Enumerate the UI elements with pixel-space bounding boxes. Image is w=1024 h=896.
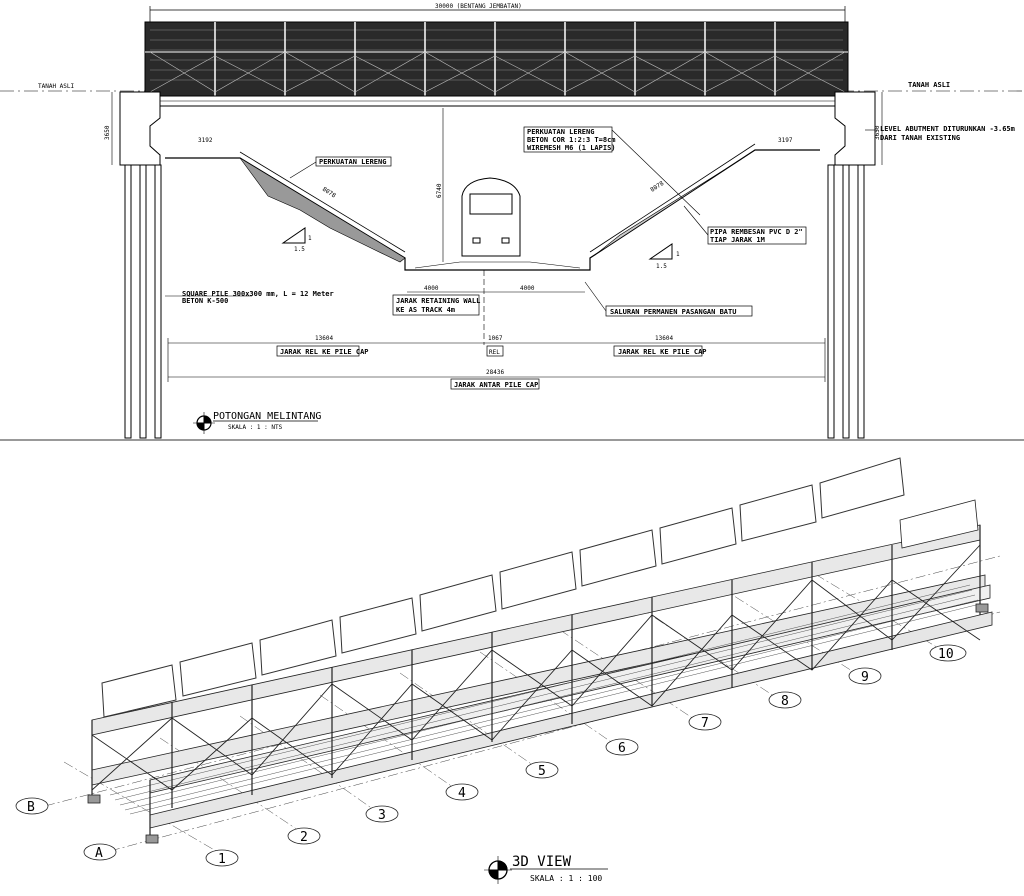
- section-title: POTONGAN MELINTANG: [213, 411, 321, 422]
- slope-right-line-1: PERKUATAN LERENG: [527, 128, 594, 136]
- retaining-line-1: JARAK RETAINING WALL: [396, 297, 480, 305]
- abutment-note-2: DARI TANAH EXISTING: [880, 134, 960, 142]
- ratio-left-v: 1: [308, 235, 312, 242]
- section-scale: SKALA : 1 : NTS: [228, 424, 283, 431]
- slope-len-right: 8078: [649, 180, 665, 194]
- view-scale: SKALA : 1 : 100: [530, 874, 602, 883]
- span-dim-label: 30000 (BENTANG JEMBATAN): [435, 3, 522, 10]
- ratio-right-v: 1: [676, 251, 680, 258]
- view-title: 3D VIEW: [512, 854, 572, 870]
- dim-1067: 1067: [488, 335, 503, 342]
- pvc-line-2: TIAP JARAK 1M: [710, 236, 765, 244]
- top-left-dim: 3192: [198, 137, 213, 144]
- jarak-antar: JARAK ANTAR PILE CAP: [454, 381, 538, 389]
- grid-label-2: 2: [300, 830, 308, 845]
- dim-4000-right: 4000: [520, 285, 535, 292]
- grid-label-9: 9: [861, 670, 869, 685]
- pvc-line-1: PIPA REMBESAN PVC D 2": [710, 228, 803, 236]
- ratio-right-h: 1.5: [656, 263, 667, 270]
- grid-labels: 1 2 3 4 5 6 7 8 9 10 A B: [27, 647, 954, 867]
- left-abutment: [119, 91, 162, 439]
- grid-label-1: 1: [218, 852, 226, 867]
- pile-line-1: SQUARE PILE 300x300 mm, L = 12 Meter: [182, 290, 334, 298]
- slope-left-label: PERKUATAN LERENG: [319, 158, 386, 166]
- dim-13604-right: 13604: [655, 335, 673, 342]
- slope-len-left: 8078: [321, 186, 337, 200]
- height-left-label: 3650: [104, 125, 111, 140]
- grid-label-6: 6: [618, 741, 626, 756]
- train-outline: [461, 177, 521, 257]
- ground-right-label: TANAH ASLI: [908, 81, 950, 89]
- abutment-note-1: LEVEL ABUTMENT DITURUNKAN -3.65m: [880, 125, 1015, 133]
- bridge-3d: [44, 457, 1001, 859]
- grid-label-7: 7: [701, 716, 709, 731]
- jarak-rel-right: JARAK REL KE PILE CAP: [618, 348, 707, 356]
- grid-bubbles: [15, 644, 967, 867]
- drain-label: SALURAN PERMANEN PASANGAN BATU: [610, 308, 736, 316]
- ratio-left-h: 1.5: [294, 246, 305, 253]
- grid-label-b: B: [27, 800, 35, 815]
- section-texts: 30000 (BENTANG JEMBATAN) TANAH ASLI TANA…: [38, 3, 1015, 431]
- grid-label-5: 5: [538, 764, 546, 779]
- top-right-dim: 3197: [778, 137, 793, 144]
- grid-label-3: 3: [378, 808, 386, 823]
- dim-28436: 28436: [486, 369, 504, 376]
- slope-right-line-3: WIREMESH M6 (1 LAPIS): [527, 144, 616, 152]
- dim-4000-left: 4000: [424, 285, 439, 292]
- view-title-marker: [484, 856, 608, 884]
- height-right-label: 3650: [874, 125, 881, 140]
- grid-label-10: 10: [938, 647, 954, 662]
- grid-label-4: 4: [458, 786, 466, 801]
- section-title-marker: [193, 412, 318, 434]
- jarak-rel-left: JARAK REL KE PILE CAP: [280, 348, 369, 356]
- slope-right-line-2: BETON COR 1:2:3 T=8cm: [527, 136, 616, 144]
- grid-label-8: 8: [781, 694, 789, 709]
- truss-panels: [139, 21, 854, 107]
- cross-section: [0, 6, 1024, 439]
- rel-label: REL: [489, 349, 500, 356]
- pile-line-2: BETON K-500: [182, 297, 228, 305]
- grid-label-a: A: [95, 846, 103, 861]
- retaining-line-2: KE AS TRACK 4m: [396, 306, 455, 314]
- ground-left-label: TANAH ASLI: [38, 83, 75, 90]
- right-abutment: [827, 91, 876, 439]
- clear-height-label: 6740: [436, 183, 443, 198]
- roof-panels: [101, 457, 905, 718]
- dim-13604-left: 13604: [315, 335, 333, 342]
